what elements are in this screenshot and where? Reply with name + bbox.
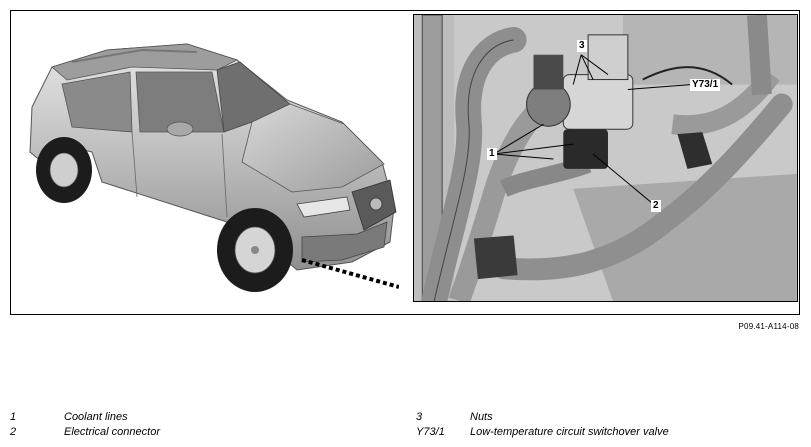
callout-3: 3	[577, 40, 587, 52]
legend-text: Low-temperature circuit switchover valve	[470, 426, 669, 438]
figure-id: P09.41-A114-08	[738, 322, 799, 331]
vehicle-illustration	[29, 43, 399, 292]
callout-1: 1	[487, 148, 497, 160]
engine-bay-detail	[413, 14, 798, 302]
legend-text: Electrical connector	[64, 426, 160, 438]
callout-2: 2	[651, 200, 661, 212]
legend-key: Y73/1	[416, 426, 445, 438]
legend-text: Nuts	[470, 411, 493, 423]
legend-text: Coolant lines	[64, 411, 128, 423]
legend-key: 2	[10, 426, 17, 438]
callout-y73-1: Y73/1	[690, 79, 721, 91]
legend-key: 1	[10, 411, 17, 423]
legend-key: 3	[416, 411, 423, 423]
